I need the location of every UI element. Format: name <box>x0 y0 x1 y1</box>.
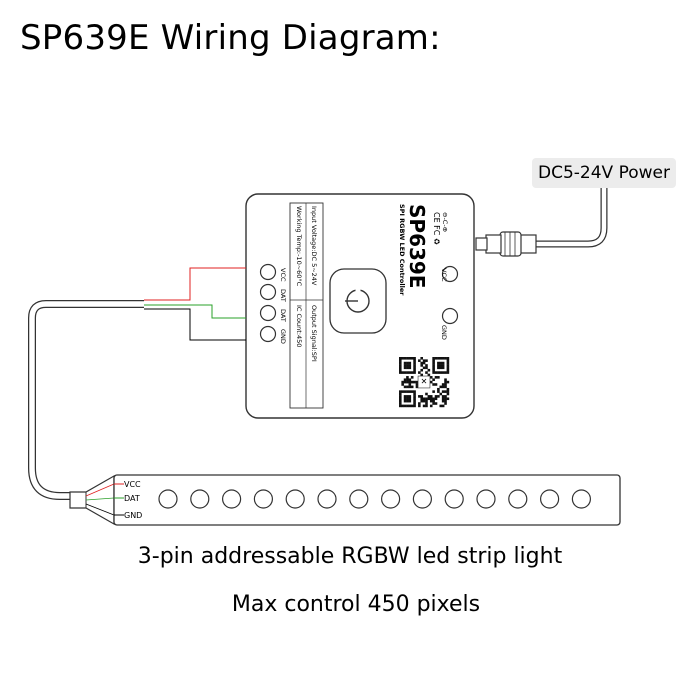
power-cable-inner <box>535 188 607 247</box>
led-pixel <box>222 489 242 509</box>
led-pixel <box>508 489 528 509</box>
page-title: SP639E Wiring Diagram: <box>20 18 441 58</box>
led-pixel <box>285 489 305 509</box>
spec-output-signal: Output Signal:SPI <box>310 305 318 362</box>
power-gnd-label: GND <box>440 325 448 340</box>
led-pixel <box>253 489 273 509</box>
led-pixel <box>349 489 369 509</box>
strip-connector <box>69 474 115 526</box>
led-pixel <box>190 489 210 509</box>
led-pixel <box>158 489 178 509</box>
led-pixel <box>381 489 401 509</box>
led-pixel <box>317 489 337 509</box>
spec-input-voltage: Input Voltage:DC 5~24V <box>310 206 318 286</box>
terminal-dat <box>259 283 277 301</box>
certification-marks: CE FC ♻ <box>432 212 441 245</box>
strip-cable <box>28 300 144 500</box>
spec-box <box>289 202 324 409</box>
dat-wire <box>144 304 246 319</box>
led-pixel <box>571 489 592 509</box>
strip-gnd-label: GND <box>124 511 142 520</box>
controller-subtitle: SPI RGBW LED Controller <box>398 204 406 296</box>
spec-working-temp: Working Temp:-10~60°C <box>295 206 303 287</box>
power-cable <box>535 188 608 248</box>
dc-jack <box>475 231 537 257</box>
led-pixel <box>539 489 560 509</box>
svg-text:✕: ✕ <box>421 377 428 386</box>
caption-max-pixels: Max control 450 pixels <box>231 592 481 617</box>
controller-model: SP639E <box>405 204 429 288</box>
terminal-dat-label: DAT <box>279 289 287 302</box>
spec-ic-count: IC Count:450 <box>295 305 303 347</box>
terminal-gnd <box>259 325 277 343</box>
terminal-vcc-label: VCC <box>279 268 287 282</box>
led-pixel <box>444 489 464 509</box>
terminal-dat2-label: DAT <box>279 309 287 322</box>
strip-cable-inner <box>29 301 144 499</box>
power-terminal-gnd <box>441 307 459 325</box>
strip-dat-label: DAT <box>124 494 140 503</box>
strip-vcc-label: VCC <box>124 480 141 489</box>
terminal-dat2 <box>259 304 277 322</box>
power-button[interactable] <box>329 268 387 334</box>
terminal-gnd-label: GND <box>279 329 287 344</box>
led-pixel <box>412 489 432 509</box>
qr-code: ✕ <box>399 357 450 408</box>
power-label: DC5-24V Power <box>532 158 676 188</box>
led-group <box>158 489 592 509</box>
gnd-wire <box>144 308 246 341</box>
polarity-symbol: ⊖-C-⊕ <box>441 212 449 232</box>
power-vcc-label: VCC <box>440 268 448 282</box>
caption-strip-type: 3-pin addressable RGBW led strip light <box>137 544 563 569</box>
power-terminal-vcc <box>441 265 459 283</box>
led-pixel <box>476 489 496 509</box>
terminal-vcc <box>259 263 277 281</box>
vcc-wire <box>144 267 246 301</box>
